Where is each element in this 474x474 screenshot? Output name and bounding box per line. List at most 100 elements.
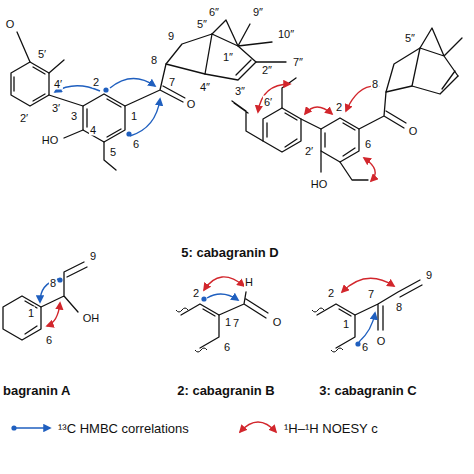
label-text: 9″	[252, 6, 264, 18]
label-text: 4′	[53, 78, 63, 90]
hmbc-arrow	[14, 427, 50, 428]
noesy-arrow	[47, 303, 60, 326]
label-text: 6	[364, 138, 372, 150]
atom-label: 9	[425, 270, 433, 281]
label-text: 3: cabagranin C	[318, 383, 418, 398]
legend-text: ¹H–¹H NOESY c	[284, 421, 378, 436]
atom-label: 8	[150, 55, 158, 66]
noesy-arrow	[47, 84, 394, 432]
label-text: 5: cabagranin D	[180, 245, 280, 260]
atom-label: 1	[130, 111, 138, 122]
label-text: 7	[367, 288, 375, 300]
bond-lines	[355, 280, 422, 330]
atom-label: O	[186, 99, 197, 110]
hmbc-dot	[11, 425, 16, 430]
label-text: 5	[109, 146, 117, 158]
atom-label: 6	[364, 139, 372, 150]
bond-lines	[125, 64, 185, 106]
atom-label: 6′	[263, 97, 273, 108]
label-text: 6″	[208, 6, 220, 18]
label-text: 8	[150, 54, 158, 66]
label-text: 3′	[51, 102, 61, 114]
label-text: 5′	[37, 48, 47, 60]
atom-label: O	[376, 336, 387, 347]
label-text: 1	[130, 110, 138, 122]
atom-label: OH	[82, 313, 101, 324]
label-text: O	[5, 18, 16, 30]
legend-entry: ¹H–¹H NOESY c	[284, 422, 378, 435]
atom-label: 2″	[261, 65, 273, 76]
bond-lines	[301, 119, 368, 180]
label-text: 2′	[304, 145, 314, 157]
label-text: 2	[335, 101, 343, 113]
atom-label: H	[244, 277, 254, 288]
bond-lines	[49, 95, 116, 170]
hmbc-arrow	[359, 313, 375, 342]
label-text: HO	[310, 178, 329, 190]
atom-label: O	[5, 19, 16, 30]
atom-label: 9	[167, 31, 175, 42]
label-text: 10″	[277, 28, 295, 40]
atom-label: 6	[132, 139, 140, 150]
label-text: 2	[192, 287, 200, 299]
hmbc-dot	[103, 87, 108, 92]
atom-label: 2′	[19, 113, 29, 124]
label-text: O	[408, 125, 419, 137]
atom-label: 1	[224, 317, 232, 328]
bond-lines	[359, 92, 406, 129]
noesy-arrow	[364, 158, 375, 181]
cut-marks	[176, 308, 343, 352]
label-text: 7″	[292, 56, 304, 68]
label-text: H	[244, 276, 254, 288]
compound-caption: 5: cabagranin D	[180, 246, 280, 259]
label-text: 1″	[222, 51, 234, 63]
bond-lines	[267, 113, 297, 147]
atom-label: 9	[89, 251, 97, 262]
atom-label: 5′	[37, 49, 47, 60]
hmbc-arrow	[207, 294, 238, 300]
label-text: 2	[92, 76, 100, 88]
label-text: bagranin A	[2, 383, 71, 398]
label-text: 2: cabagranin B	[176, 383, 276, 398]
label-text: 7	[168, 76, 176, 88]
compound-caption: 3: cabagranin C	[318, 384, 418, 397]
bond-lines	[386, 48, 458, 94]
hmbc-dot	[57, 277, 62, 282]
atom-label: 4″	[199, 82, 211, 93]
cut-marks	[176, 308, 343, 352]
atom-label: 8	[371, 79, 379, 90]
label-text: O	[376, 335, 387, 347]
label-text: 8	[395, 301, 403, 313]
hmbc-dot	[126, 131, 131, 136]
atom-label: 6″	[208, 7, 220, 18]
hmbc-arrow	[110, 78, 155, 88]
atom-label: 2	[192, 288, 200, 299]
label-text: 6′	[263, 96, 273, 108]
atom-label: 1″	[222, 52, 234, 63]
atom-label: 10″	[277, 29, 295, 40]
label-text: 2′	[19, 112, 29, 124]
hmbc-dot	[11, 87, 360, 430]
label-text: 9	[167, 30, 175, 42]
bond-lines	[3, 20, 462, 348]
atom-label: 4	[89, 125, 97, 136]
atom-label: 4′	[53, 79, 63, 90]
label-text: 4″	[199, 81, 211, 93]
atom-label: 5	[109, 147, 117, 158]
label-text: 6	[45, 334, 53, 346]
label-text: 5″	[404, 32, 416, 44]
bond-lines	[317, 304, 355, 348]
atom-label: 2	[335, 102, 343, 113]
bond-lines	[83, 94, 125, 142]
atom-label: 7	[367, 289, 375, 300]
bond-lines	[25, 301, 37, 334]
bond-lines	[263, 108, 301, 152]
label-text: HO	[41, 134, 60, 146]
label-text: 8	[49, 277, 57, 289]
label-text: O	[186, 98, 197, 110]
atom-label: 2	[327, 288, 335, 299]
label-text: 9	[425, 269, 433, 281]
